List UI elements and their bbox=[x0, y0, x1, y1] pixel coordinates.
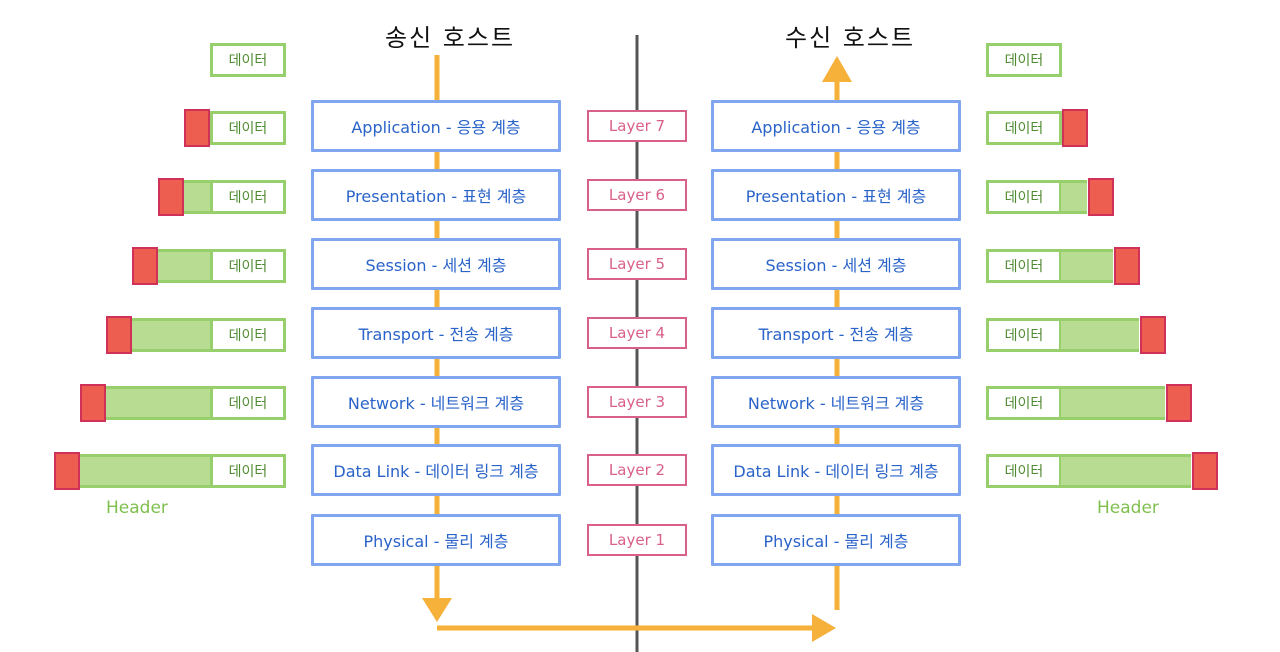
layer-tag-1: Layer 1 bbox=[587, 524, 687, 556]
sender-header-stack bbox=[158, 249, 210, 283]
sender-data-block: 데이터 bbox=[210, 318, 286, 352]
receiver-outer-header bbox=[1140, 316, 1166, 354]
layer-tag-4: Layer 4 bbox=[587, 317, 687, 349]
sender-header-stack bbox=[184, 180, 210, 214]
receiver-layer-1: Physical - 물리 계층 bbox=[711, 514, 961, 566]
sender-new-header bbox=[184, 109, 210, 147]
sender-data-block: 데이터 bbox=[210, 43, 286, 77]
receiver-outer-header bbox=[1088, 178, 1114, 216]
receiver-outer-header bbox=[1166, 384, 1192, 422]
receiver-outer-header bbox=[1114, 247, 1140, 285]
receiver-layer-5: Session - 세션 계층 bbox=[711, 238, 961, 290]
sender-header-stack bbox=[132, 318, 210, 352]
layer-tag-3: Layer 3 bbox=[587, 386, 687, 418]
receiver-header-stack bbox=[1061, 180, 1087, 214]
receiver-header-stack bbox=[1061, 386, 1165, 420]
receiver-layer-7: Application - 응용 계층 bbox=[711, 100, 961, 152]
sender-layer-4: Transport - 전송 계층 bbox=[311, 307, 561, 359]
receiver-data-block: 데이터 bbox=[986, 318, 1062, 352]
sender-new-header bbox=[132, 247, 158, 285]
receiver-data-block: 데이터 bbox=[986, 111, 1062, 145]
sender-new-header bbox=[158, 178, 184, 216]
layer-tag-5: Layer 5 bbox=[587, 248, 687, 280]
sender-data-block: 데이터 bbox=[210, 454, 286, 488]
receiver-layer-4: Transport - 전송 계층 bbox=[711, 307, 961, 359]
receiver-data-block: 데이터 bbox=[986, 386, 1062, 420]
sender-header-stack bbox=[106, 386, 210, 420]
receiver-data-block: 데이터 bbox=[986, 43, 1062, 77]
sender-layer-1: Physical - 물리 계층 bbox=[311, 514, 561, 566]
receiver-layer-3: Network - 네트워크 계층 bbox=[711, 376, 961, 428]
sender-new-header bbox=[80, 384, 106, 422]
sender-down-arrowhead bbox=[422, 598, 452, 622]
header-label-left: Header bbox=[106, 498, 168, 518]
sender-layer-6: Presentation - 표현 계층 bbox=[311, 169, 561, 221]
receiver-header-stack bbox=[1061, 454, 1191, 488]
sender-new-header bbox=[106, 316, 132, 354]
sender-data-block: 데이터 bbox=[210, 111, 286, 145]
receiver-layer-2: Data Link - 데이터 링크 계층 bbox=[711, 444, 961, 496]
layer-tag-6: Layer 6 bbox=[587, 179, 687, 211]
receiver-header-stack bbox=[1061, 249, 1113, 283]
receiver-data-block: 데이터 bbox=[986, 180, 1062, 214]
sender-host-title: 송신 호스트 bbox=[385, 24, 516, 52]
sender-new-header bbox=[54, 452, 80, 490]
sender-data-block: 데이터 bbox=[210, 386, 286, 420]
receiver-data-block: 데이터 bbox=[986, 454, 1062, 488]
sender-header-stack bbox=[80, 454, 210, 488]
sender-data-block: 데이터 bbox=[210, 249, 286, 283]
receiver-outer-header bbox=[1192, 452, 1218, 490]
sender-layer-5: Session - 세션 계층 bbox=[311, 238, 561, 290]
receiver-outer-header bbox=[1062, 109, 1088, 147]
receiver-layer-6: Presentation - 표현 계층 bbox=[711, 169, 961, 221]
layer-tag-2: Layer 2 bbox=[587, 454, 687, 486]
sender-layer-2: Data Link - 데이터 링크 계층 bbox=[311, 444, 561, 496]
receiver-data-block: 데이터 bbox=[986, 249, 1062, 283]
sender-layer-3: Network - 네트워크 계층 bbox=[311, 376, 561, 428]
layer-tag-7: Layer 7 bbox=[587, 110, 687, 142]
sender-data-block: 데이터 bbox=[210, 180, 286, 214]
receiver-host-title: 수신 호스트 bbox=[785, 24, 916, 52]
receiver-up-arrowhead bbox=[822, 56, 852, 82]
transmission-arrowhead bbox=[812, 614, 836, 642]
sender-layer-7: Application - 응용 계층 bbox=[311, 100, 561, 152]
header-label-right: Header bbox=[1097, 498, 1159, 518]
receiver-header-stack bbox=[1061, 318, 1139, 352]
